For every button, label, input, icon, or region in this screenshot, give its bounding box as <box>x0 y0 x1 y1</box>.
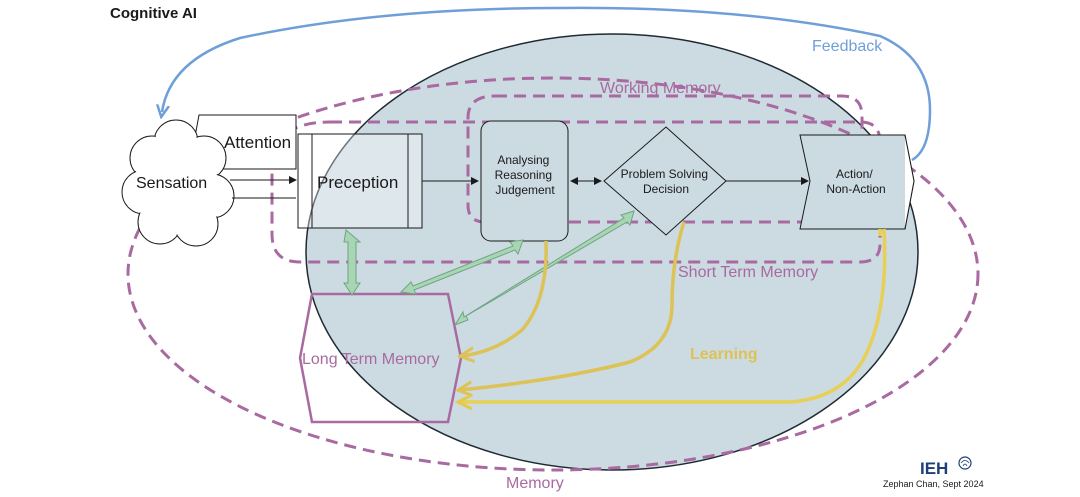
feedback-arrow <box>162 6 932 162</box>
decision-learning-arrow <box>460 221 686 390</box>
learning-label: Learning <box>690 346 758 363</box>
credit-text: Zephan Chan, Sept 2024 <box>883 479 984 489</box>
memory-label: Memory <box>506 475 564 492</box>
brain-icon <box>958 456 972 470</box>
analysing-label: Analysing Reasoning Judgement <box>495 153 556 197</box>
feedback-label: Feedback <box>812 38 883 55</box>
long-term-memory-label: Long Term Memory <box>302 351 440 368</box>
ieh-logo: IEH <box>920 459 948 478</box>
working-memory-label: Working Memory <box>600 80 721 97</box>
long-term-memory-box <box>298 292 463 424</box>
analysing-box <box>480 120 569 242</box>
page-title: Cognitive AI <box>110 5 197 22</box>
short-term-memory-label: Short Term Memory <box>678 264 818 281</box>
perception-ltm-green-arrow <box>343 229 362 296</box>
sensation-label: Sensation <box>136 175 207 192</box>
attention-label: Attention <box>224 133 291 152</box>
analysing-ltm-green-arrow <box>399 239 524 295</box>
analysing-learning-arrow <box>462 240 548 356</box>
cognition-ellipse <box>305 33 919 471</box>
memory-boundary <box>126 76 980 472</box>
decision-label: Problem Solving Decision <box>621 167 712 196</box>
perception-label: Preception <box>317 173 398 192</box>
action-learning-arrow <box>460 228 887 402</box>
decision-diamond <box>603 126 727 236</box>
action-label: Action/ Non-Action <box>826 167 885 196</box>
